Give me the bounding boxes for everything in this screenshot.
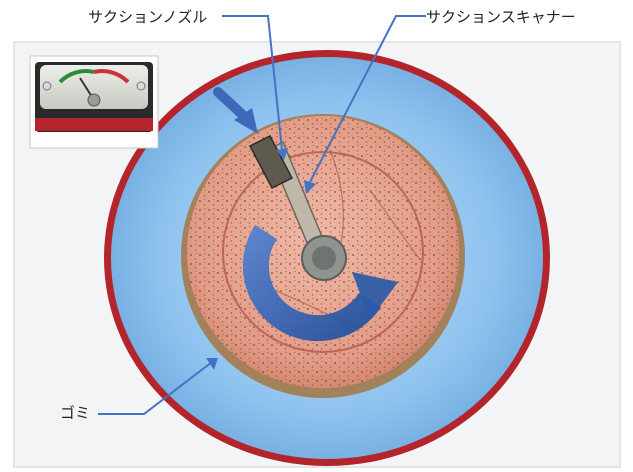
label-suction-nozzle: サクションノズル (88, 8, 207, 26)
scanner-hub-center (312, 246, 336, 270)
label-dust: ゴミ (60, 404, 90, 422)
pressure-gauge-icon (30, 56, 158, 148)
label-suction-scanner: サクションスキャナー (426, 8, 576, 26)
